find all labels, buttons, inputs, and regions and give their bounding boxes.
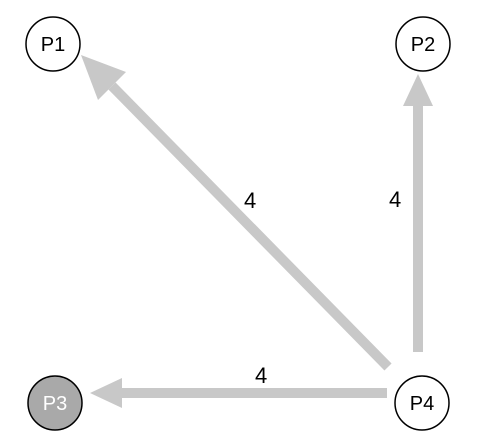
- edge-p4-p3: 4: [90, 363, 387, 408]
- edge-label: 4: [389, 187, 401, 212]
- node-p2[interactable]: P2: [395, 16, 451, 72]
- edges: 4 4 4: [81, 55, 433, 408]
- edge-label: 4: [255, 363, 267, 388]
- node-p1[interactable]: P1: [25, 16, 81, 72]
- edge-p4-p1: 4: [81, 55, 392, 371]
- edge-arrowhead: [403, 74, 433, 106]
- edge-p4-p2: 4: [389, 74, 433, 352]
- node-label: P1: [41, 34, 65, 56]
- edge-line: [108, 82, 392, 371]
- node-circle[interactable]: [395, 16, 451, 72]
- node-p4[interactable]: P4: [394, 375, 450, 431]
- node-p3[interactable]: P3: [27, 375, 83, 431]
- node-label: P2: [411, 34, 435, 56]
- node-label: P4: [410, 393, 434, 415]
- edge-label: 4: [244, 188, 256, 213]
- node-circle[interactable]: [394, 375, 450, 431]
- nodes: P1 P2 P3 P4: [25, 16, 451, 431]
- node-circle[interactable]: [27, 375, 83, 431]
- node-circle[interactable]: [25, 16, 81, 72]
- edge-arrowhead: [81, 55, 126, 100]
- edge-arrowhead: [90, 378, 122, 408]
- node-label: P3: [43, 393, 67, 415]
